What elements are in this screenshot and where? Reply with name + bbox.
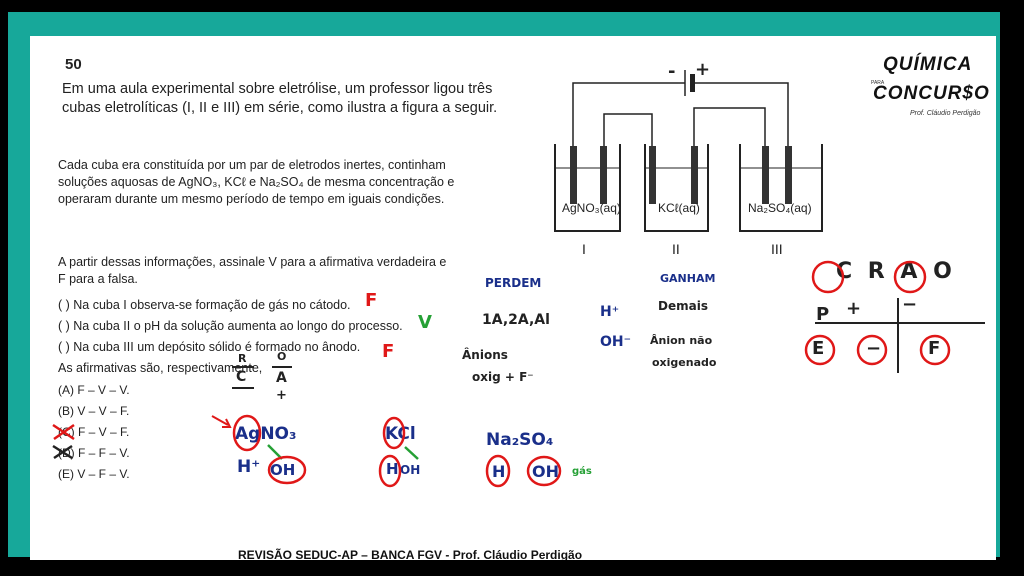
option-e: (E) V – F – V. xyxy=(58,467,130,481)
teal-frame: 50 Em uma aula experimental sobre eletró… xyxy=(8,12,1000,560)
hw-h-plus: H⁺ xyxy=(600,304,620,320)
hw-h1: H⁺ xyxy=(237,457,261,477)
electrolysis-diagram xyxy=(554,70,823,232)
hw-minus: − xyxy=(902,294,918,315)
battery-plus-label: + xyxy=(695,59,711,80)
hw-oh-minus: OH⁻ xyxy=(600,334,632,350)
hw-anion-nao: Ânion não xyxy=(650,334,713,347)
hw-r: R xyxy=(238,352,247,365)
hw-answer-2: V xyxy=(418,312,432,333)
statement-1: ( ) Na cuba I observa-se formação de gás… xyxy=(58,298,351,312)
question-number: 50 xyxy=(65,56,82,73)
cell-3-roman: III xyxy=(771,241,783,257)
hw-kcl: KCl xyxy=(385,424,416,444)
question-instruction: A partir dessas informações, assinale V … xyxy=(58,255,447,286)
hw-h3: H xyxy=(492,462,506,481)
hw-o: O xyxy=(277,350,287,363)
hw-f: F xyxy=(928,338,941,359)
option-strike-marks xyxy=(52,423,75,460)
hw-answer-3: F xyxy=(382,341,395,362)
hw-oxigenado: oxigenado xyxy=(652,356,717,369)
hw-crao-marks xyxy=(804,260,985,373)
cell-2-roman: II xyxy=(672,241,680,257)
question-text: Em uma aula experimental sobre eletrólis… xyxy=(62,81,498,116)
hw-h2: H xyxy=(386,460,399,478)
hw-agno3: AgNO₃ xyxy=(235,424,297,444)
option-d: (D) F – F – V. xyxy=(58,446,130,460)
statement-3: ( ) Na cuba III um depósito sólido é for… xyxy=(58,340,361,354)
hw-p: P xyxy=(816,304,830,325)
option-b: (B) V – V – F. xyxy=(58,404,130,418)
hw-gas: gás xyxy=(572,466,592,477)
hw-anions: Ânions xyxy=(462,348,508,362)
logo-line-1: QUÍMICA xyxy=(883,54,973,75)
option-c: (C) F – V – F. xyxy=(58,425,130,439)
logo-author: Prof. Cláudio Perdigão xyxy=(910,110,981,117)
logo-small: PARA xyxy=(871,80,885,86)
hw-dash: − xyxy=(866,338,882,359)
logo-line-2: CONCUR$O xyxy=(873,83,990,104)
hw-families: 1A,2A,Al xyxy=(482,312,550,328)
cell-3-solution: Na₂SO₄(aq) xyxy=(748,201,812,215)
hw-demais: Demais xyxy=(658,299,708,313)
battery-minus-label: - xyxy=(668,61,676,82)
hw-plus: + xyxy=(846,298,862,319)
cell-1-roman: I xyxy=(582,241,586,257)
slide-sheet: 50 Em uma aula experimental sobre eletró… xyxy=(30,36,996,560)
hw-ganham: GANHAM xyxy=(660,272,716,285)
hw-answer-1: F xyxy=(365,290,378,311)
hw-oxig: oxig + F⁻ xyxy=(472,370,534,384)
question-paragraph: Cada cuba era constituída por um par de … xyxy=(58,158,455,206)
hw-a: A xyxy=(276,370,287,386)
statement-2: ( ) Na cuba II o pH da solução aumenta a… xyxy=(58,319,403,333)
hw-formula-circles xyxy=(211,414,562,488)
hw-oh1: OH xyxy=(270,461,296,479)
cell-1-solution: AgNO₃(aq) xyxy=(562,201,621,215)
hw-plus-2: + xyxy=(276,388,287,403)
hw-c: C xyxy=(236,369,247,385)
hw-fraction-lines xyxy=(232,366,292,389)
hw-e: E xyxy=(812,338,825,359)
option-a: (A) F – V – V. xyxy=(58,383,130,397)
hw-crao: C R A O xyxy=(836,259,956,284)
hw-na2so4: Na₂SO₄ xyxy=(486,430,554,450)
options-intro: As afirmativas são, respectivamente, xyxy=(58,361,263,375)
cell-2-solution: KCℓ(aq) xyxy=(658,201,700,215)
footer-caption: REVISÃO SEDUC-AP – BANCA FGV - Prof. Clá… xyxy=(238,548,583,560)
hw-oh3: OH xyxy=(532,462,559,481)
hw-oh2: OH xyxy=(400,463,421,477)
hw-perdem: PERDEM xyxy=(485,276,542,290)
